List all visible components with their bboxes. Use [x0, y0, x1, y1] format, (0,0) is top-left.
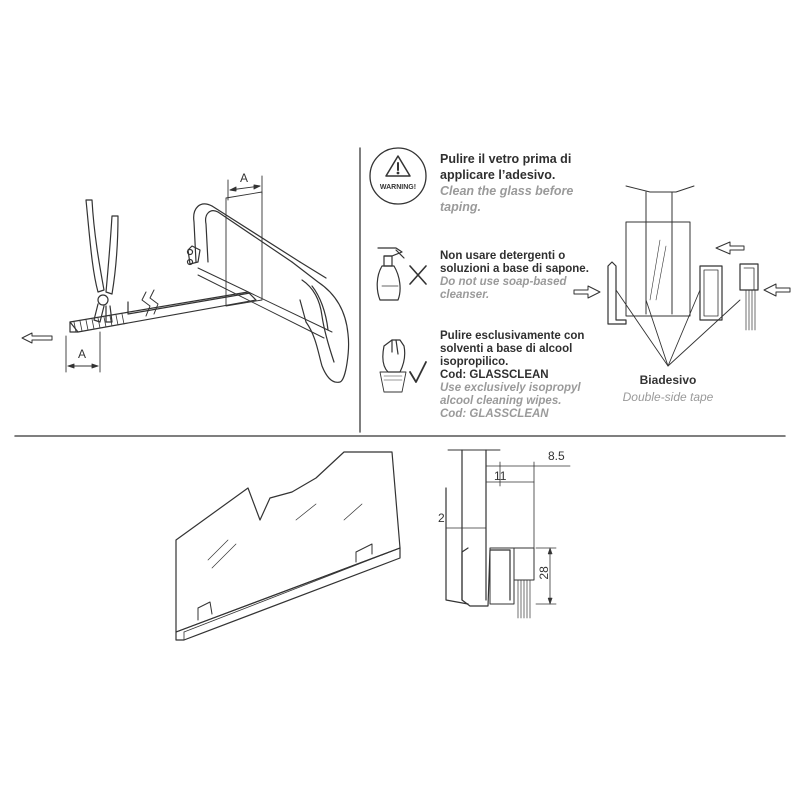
profile-middle	[699, 265, 723, 321]
spray-bottle-icon	[376, 247, 405, 301]
tape-label-en: Double-side tape	[622, 390, 714, 404]
dimension-a-bottom-label: A	[78, 347, 87, 361]
no-soap-en-line1: Do not use soap-based	[440, 276, 567, 288]
hacksaw-icon	[186, 191, 350, 383]
cross-section-drawing	[445, 449, 571, 619]
pliers-icon	[85, 199, 119, 323]
profile-left	[607, 261, 627, 325]
warning-icon	[369, 147, 427, 205]
dimension-2-label: 2	[438, 511, 445, 525]
dimension-8-5-label: 8.5	[548, 449, 565, 463]
alcohol-it-line1: Pulire esclusivamente con	[440, 330, 585, 342]
no-soap-it-line2: soluzioni a base di sapone.	[440, 263, 589, 275]
alcohol-it-code: Cod: GLASSCLEAN	[440, 369, 549, 381]
tape-leader-lines	[615, 289, 741, 367]
dimension-a-top	[227, 175, 263, 201]
profile-right	[739, 263, 759, 331]
no-soap-it-line1: Non usare detergenti o	[440, 250, 566, 262]
tape-label-it: Biadesivo	[639, 373, 697, 387]
cross-icon	[409, 265, 427, 285]
push-arrow-right	[763, 283, 791, 297]
no-soap-en-line2: cleanser.	[440, 289, 490, 301]
warning-badge-label: WARNING!	[379, 184, 417, 191]
dimension-28-label: 28	[536, 566, 551, 580]
alcohol-en-code: Cod: GLASSCLEAN	[440, 408, 549, 420]
profile-being-cut	[69, 289, 257, 333]
dimension-11-label: 11	[494, 469, 507, 483]
alcohol-it-line3: isopropilico.	[440, 356, 509, 368]
push-arrow-left	[573, 285, 601, 299]
warning-en-line2: taping.	[440, 200, 481, 214]
hand-wipe-icon	[379, 339, 407, 393]
glass-panel-3d	[175, 451, 401, 641]
checkmark-icon	[409, 361, 427, 383]
alcohol-it-line2: solventi a base di alcool	[440, 343, 573, 355]
warning-it-line2: applicare l’adesivo.	[440, 168, 556, 182]
dimension-a-top-label: A	[240, 171, 249, 185]
warning-it-line1: Pulire il vetro prima di	[440, 152, 572, 166]
glass-top-view	[625, 185, 695, 317]
dimension-a-bottom	[65, 331, 101, 373]
alcohol-en-line2: alcool cleaning wipes.	[440, 395, 562, 407]
push-arrow-middle	[715, 241, 745, 255]
warning-en-line1: Clean the glass before	[440, 184, 574, 198]
pull-arrow	[21, 332, 53, 344]
alcohol-en-line1: Use exclusively isopropyl	[440, 382, 581, 394]
